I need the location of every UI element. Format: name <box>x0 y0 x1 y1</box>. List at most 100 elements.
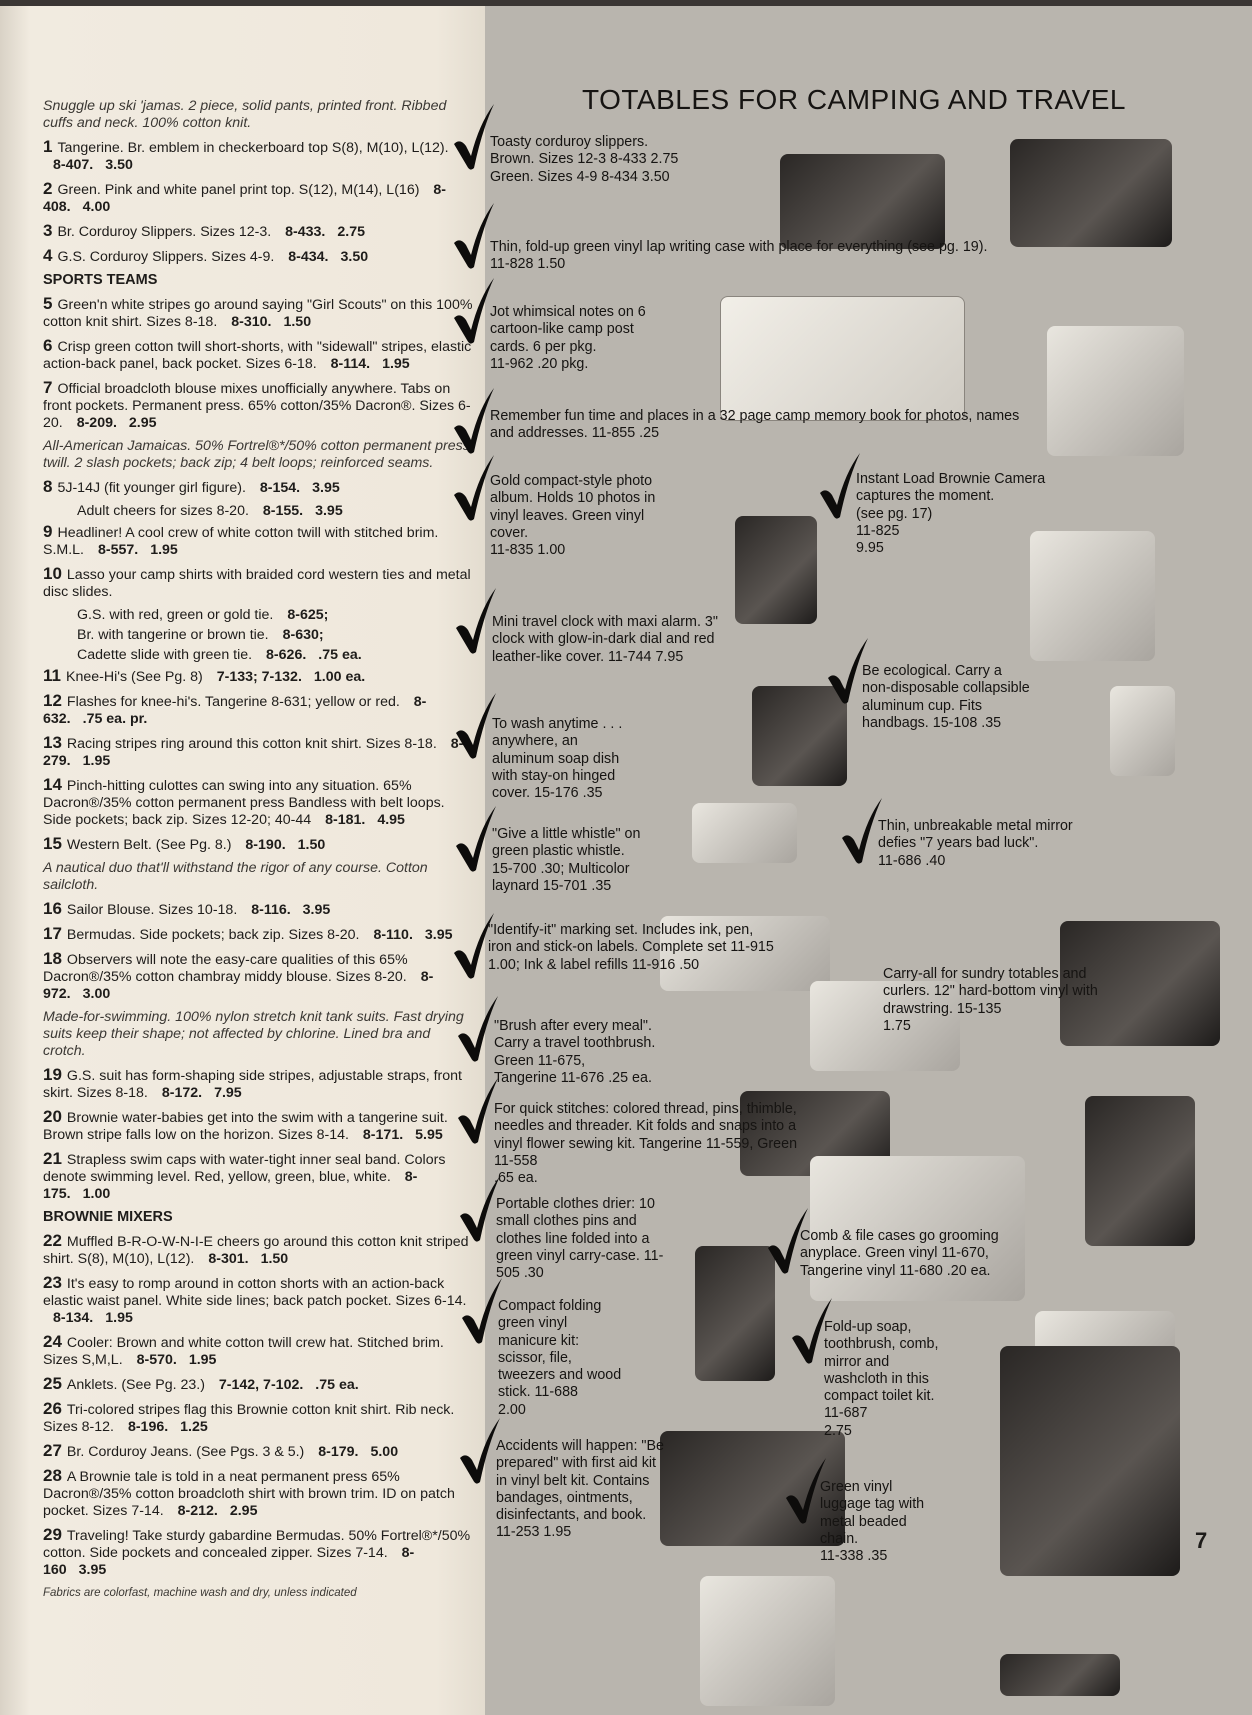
product-description: Toasty corduroy slippers. Brown. Sizes 1… <box>490 134 679 185</box>
checkmark-icon <box>460 1276 504 1346</box>
apparel-list: Snuggle up ski 'jamas. 2 piece, solid pa… <box>43 98 473 1602</box>
product-photo <box>720 296 965 421</box>
product-photo <box>1047 326 1184 456</box>
item-code: 8-407. <box>53 157 94 173</box>
item-number: 18 <box>43 949 62 968</box>
item-number: 21 <box>43 1149 62 1168</box>
item-price: 1.95 <box>382 356 410 372</box>
item-number: 3 <box>43 221 53 240</box>
product-photo <box>1030 531 1155 661</box>
product-description: "Give a little whistle" on green plastic… <box>492 826 641 894</box>
product-photo <box>735 516 817 624</box>
checkmark-icon <box>818 451 862 521</box>
item-description: Crisp green cotton twill short-shorts, w… <box>43 339 472 372</box>
item-code: 8-114. <box>330 356 371 372</box>
item-code: 8-301. <box>208 1251 249 1267</box>
product-photo <box>700 1576 835 1706</box>
item-price: 4.95 <box>377 812 405 828</box>
item-code: 8-190. <box>245 837 286 853</box>
item-price: 1.00 <box>82 1186 111 1202</box>
checkmark-icon <box>452 386 496 456</box>
item-description: Tri-colored stripes flag this Brownie co… <box>43 1402 455 1435</box>
item-price: 3.50 <box>340 249 369 265</box>
product-description: Jot whimsical notes on 6 cartoon-like ca… <box>490 304 646 372</box>
item-description: Official broadcloth blouse mixes unoffic… <box>43 381 471 431</box>
item-price: 7.95 <box>214 1085 242 1101</box>
item-price: 1.95 <box>150 542 178 558</box>
item-code: 8-110. <box>373 927 413 943</box>
item-description: Observers will note the easy-care qualit… <box>43 952 408 985</box>
item-description: Br. with tangerine or brown tie. <box>77 627 269 643</box>
product-photo <box>810 981 960 1071</box>
item-code: 8-625; <box>287 607 329 623</box>
product-description: Remember fun time and places in a 32 pag… <box>490 408 1020 442</box>
item-price: 3.95 <box>315 503 343 519</box>
item-description: G.S. suit has form-shaping side stripes,… <box>43 1068 462 1101</box>
item-description: Headliner! A cool crew of white cotton t… <box>43 525 439 558</box>
footnote: Fabrics are colorfast, machine wash and … <box>43 1587 357 1599</box>
item-price: 5.95 <box>415 1127 443 1143</box>
item-code: 8-171. <box>362 1127 404 1143</box>
checkmark-icon <box>454 804 498 874</box>
item-number: 19 <box>43 1065 62 1084</box>
product-description: To wash anytime . . . anywhere, an alumi… <box>492 716 623 802</box>
checkmark-icon <box>790 1296 834 1366</box>
item-description: Sailor Blouse. Sizes 10-18. <box>66 902 238 918</box>
item-description: Green'n white stripes go around saying "… <box>43 297 473 330</box>
item-price: 2.95 <box>229 1503 258 1519</box>
item-number: 8 <box>43 477 53 496</box>
item-number: 10 <box>43 564 62 583</box>
checkmark-icon <box>452 201 496 271</box>
item-description: Pinch-hitting culottes can swing into an… <box>43 778 445 828</box>
checkmark-icon <box>784 1456 828 1526</box>
item-price: 1.50 <box>260 1251 289 1267</box>
item-number: 5 <box>43 294 53 313</box>
section-title: TOTABLES FOR CAMPING AND TRAVEL <box>582 84 1126 115</box>
item-number: 27 <box>43 1441 62 1460</box>
item-price: 3.95 <box>78 1562 107 1578</box>
item-code: 8-434. <box>288 249 329 265</box>
item-code: 8-632. <box>43 694 427 727</box>
item-description: Bermudas. Side pockets; back zip. Sizes … <box>66 927 360 943</box>
item-description: Western Belt. (See Pg. 8.) <box>66 837 232 853</box>
item-number: 14 <box>43 775 62 794</box>
item-price: 2.75 <box>337 224 365 240</box>
item-code: 8-209. <box>76 415 117 431</box>
item-description: Cooler: Brown and white cotton twill cre… <box>43 1335 444 1368</box>
item-code: 8-181. <box>325 812 366 828</box>
item-price: 5.00 <box>370 1444 399 1460</box>
item-number: 23 <box>43 1273 62 1292</box>
item-description: Knee-Hi's (See Pg. 8) <box>65 669 203 685</box>
item-description: Anklets. (See Pg. 23.) <box>66 1377 205 1393</box>
item-number: 12 <box>43 691 62 710</box>
product-photo <box>810 1156 1025 1301</box>
product-photo <box>1110 686 1175 776</box>
catalog-item: G.S. with red, green or gold tie. 8-625; <box>43 607 473 624</box>
product-photo <box>692 803 797 863</box>
item-number: 6 <box>43 336 53 355</box>
product-description: Green vinyl luggage tag with metal beade… <box>820 1479 925 1565</box>
item-number: 29 <box>43 1525 62 1544</box>
checkmark-icon <box>452 911 496 981</box>
item-description: Adult cheers for sizes 8-20. <box>77 503 249 519</box>
item-description: 5J-14J (fit younger girl figure). <box>57 480 246 496</box>
item-price: 3.95 <box>312 480 340 496</box>
